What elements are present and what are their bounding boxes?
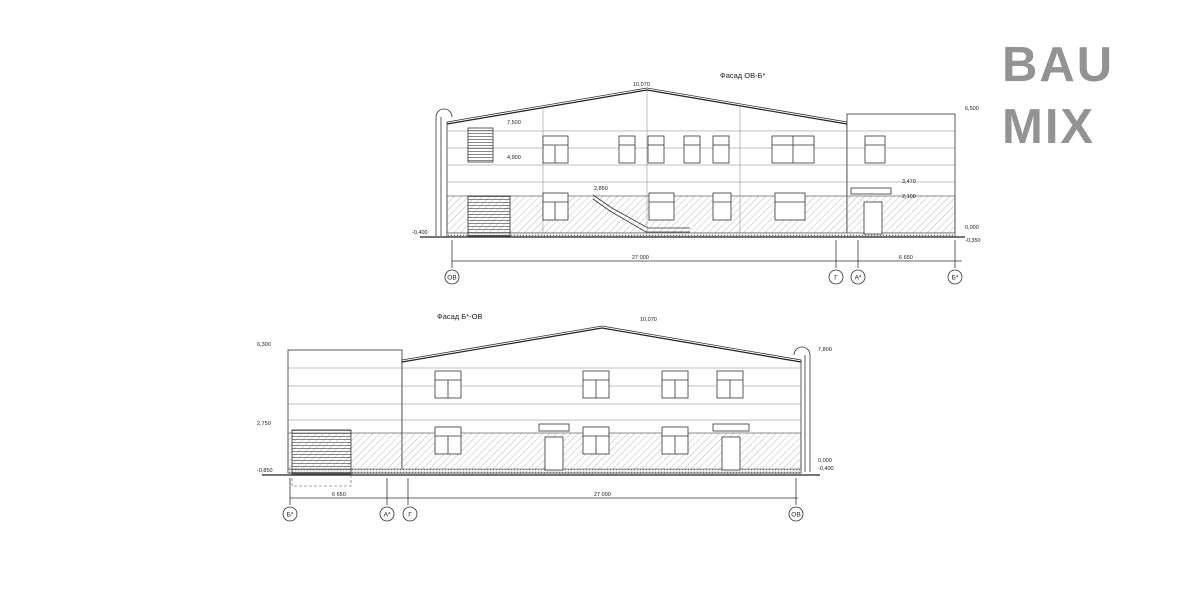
roller-gate-bottom (291, 429, 352, 475)
level-marks-top: 10,070 6,500 7,500 4,900 2,850 3,470 2,1… (412, 82, 981, 244)
level-canopy-top: 3,470 (902, 179, 916, 185)
facade-top: Фасад ОВ-Б* (412, 71, 981, 285)
entrance-door (863, 201, 883, 235)
foundation-strip-bottom (287, 468, 802, 474)
axis-bottom-4: ОВ (791, 512, 800, 519)
level-ground-left: -0,400 (412, 230, 428, 236)
level-ridge-bottom: 10,070 (640, 317, 657, 323)
level-annex: 6,500 (965, 106, 979, 112)
level-ground-right-bottom: 0,000 (818, 458, 832, 464)
dimension-line-bottom: 6 650 27 000 (289, 478, 798, 505)
logo-line-2: MIX (1002, 100, 1095, 154)
level-ground-left-bottom: -0,850 (257, 468, 273, 474)
dim-span-main-bottom: 27 000 (594, 492, 611, 498)
level-left-block: 6,300 (257, 342, 271, 348)
dimension-line-top: 27 000 6 650 (451, 240, 962, 268)
plinth-hatch-bottom (287, 432, 802, 471)
roof-line-bottom (401, 327, 802, 363)
entrance-canopy (850, 187, 892, 195)
level-ground-right: 0,000 (965, 225, 979, 231)
level-ramp: 2,850 (594, 186, 608, 192)
baumix-logo: BAU MIX (1002, 38, 1114, 154)
vent-louver-upper (467, 127, 494, 163)
lower-windows (542, 192, 806, 221)
axis-markers-top: ОВ Г А* Б* (444, 269, 963, 285)
level-ground-right-low-bottom: -0,400 (818, 466, 834, 472)
axis-top-2: Г (834, 275, 838, 282)
axis-top-1: ОВ (447, 275, 456, 282)
axis-top-4: Б* (952, 275, 959, 282)
ramp-line (592, 194, 690, 229)
dim-span-main-top: 27 000 (632, 255, 649, 261)
dim-span-side-top: 6 650 (899, 255, 913, 261)
level-gate: 2,750 (257, 421, 271, 427)
facade-bottom-title: Фасад Б*-ОВ (437, 312, 482, 321)
gate-pit (291, 473, 352, 487)
upper-windows (542, 135, 886, 164)
axis-bottom-2: А* (384, 512, 391, 519)
level-left-mid: 4,900 (507, 155, 521, 161)
downpipe (435, 108, 453, 236)
upper-windows-bottom (434, 370, 744, 399)
axis-bottom-1: Б* (287, 512, 294, 519)
logo-line-1: BAU (1002, 38, 1114, 92)
level-ridge: 10,070 (633, 82, 650, 88)
lower-windows-bottom (434, 426, 689, 455)
downpipe-bottom (793, 346, 811, 472)
facade-panel-lines-bottom (288, 367, 801, 421)
axis-top-3: А* (855, 275, 862, 282)
entrance-2 (712, 423, 750, 471)
axis-bottom-3: Г (408, 512, 412, 519)
level-ground-right-low: -0,350 (965, 238, 981, 244)
axis-markers-bottom: Б* А* Г ОВ (282, 506, 804, 522)
entrance-1 (538, 423, 570, 471)
facade-top-title: Фасад ОВ-Б* (720, 71, 766, 80)
roller-gate-left (467, 195, 511, 237)
level-right-top: 7,800 (818, 347, 832, 353)
level-marks-bottom: 10,070 6,300 7,800 2,750 -0,850 0,000 -0… (257, 317, 834, 474)
level-left-upper: 7,500 (507, 120, 521, 126)
level-canopy-bottom: 2,100 (902, 194, 916, 200)
facade-bottom: Фасад Б*-ОВ (257, 312, 834, 522)
dim-span-side-bottom: 6 650 (332, 492, 346, 498)
